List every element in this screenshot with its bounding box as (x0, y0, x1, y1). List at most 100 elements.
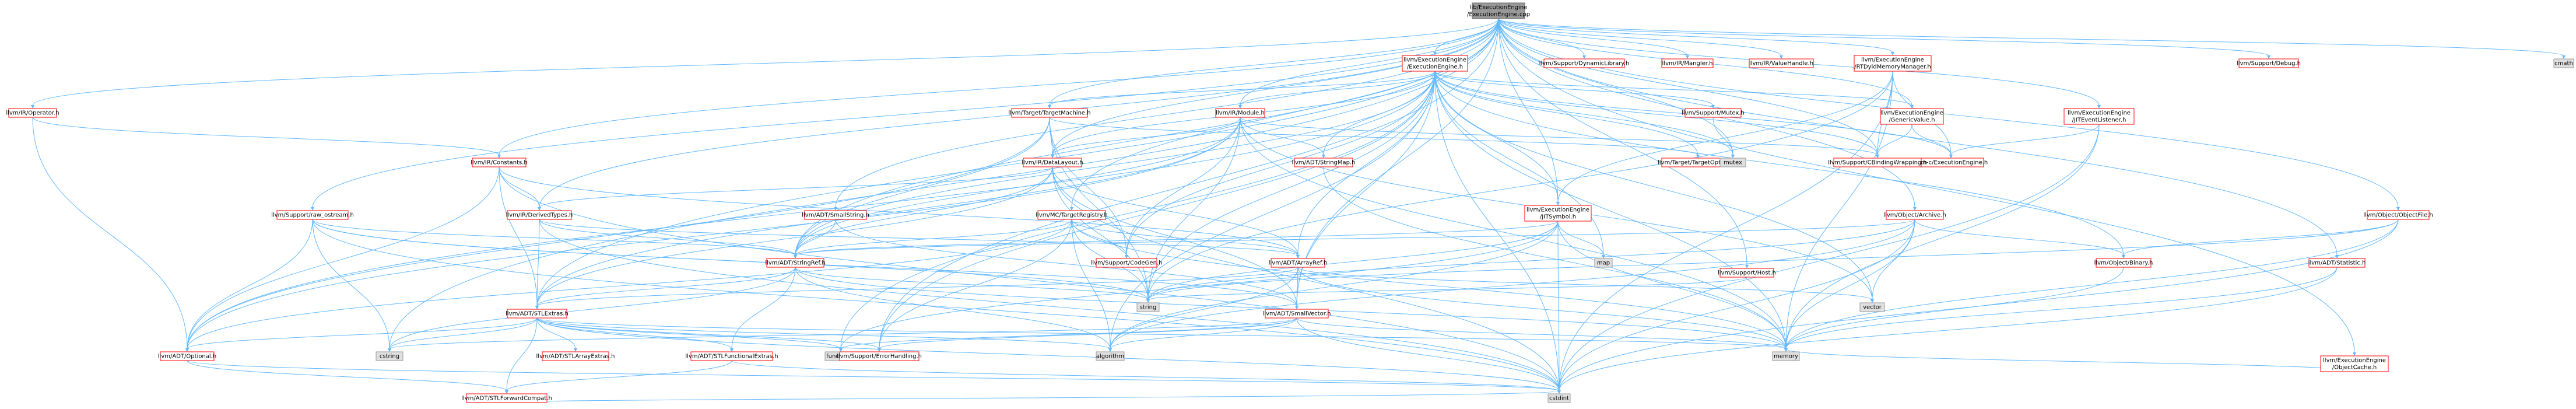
edge-ee-h-to-generic-value (1434, 71, 1912, 106)
edge-adt-arrayref-to-algorithm (1110, 267, 1298, 349)
edge-root-to-jitsymbol (1498, 18, 1559, 203)
edge-ir-module-to-adt-optional (187, 117, 1241, 349)
node-ir-derived[interactable]: llvm/IR/DerivedTypes.h (506, 210, 573, 220)
node-raw-ostream[interactable]: llvm/Support/raw_ostream.h (271, 210, 354, 220)
node-host[interactable]: llvm/Support/Host.h (1718, 268, 1776, 278)
edge-obj-binary-to-memory (1785, 267, 2124, 349)
node-box (1661, 58, 1714, 68)
node-support-debug[interactable]: llvm/Support/Debug.h (2237, 58, 2301, 68)
edge-adt-stlextras-to-stlfwd (506, 317, 538, 391)
node-label: llvm/Support/raw_ostream.h (271, 212, 354, 219)
node-ir-mangler[interactable]: llvm/IR/Mangler.h (1661, 58, 1714, 68)
node-box (1011, 108, 1088, 118)
node-stlfwd[interactable]: llvm/ADT/STLForwardCompat.h (461, 393, 552, 403)
node-adt-statistic[interactable]: llvm/ADT/Statistic.h (2308, 258, 2366, 268)
node-adt-arrayref[interactable]: llvm/ADT/ArrayRef.h (1269, 258, 1328, 268)
node-label: cstdint (1549, 396, 1569, 402)
node-obj-cache[interactable]: llvm/ExecutionEngine/ObjectCache.h (2320, 355, 2389, 372)
node-memory[interactable]: memory (1772, 351, 1800, 361)
node-adt-optional[interactable]: llvm/ADT/Optional.h (158, 351, 216, 361)
node-label: llvm/ExecutionEngine (1861, 57, 1924, 64)
node-label: llvm/Object/ObjectFile.h (2363, 212, 2433, 219)
edge-root-to-dynlib (1498, 18, 1585, 57)
edge-arrowhead (185, 348, 189, 352)
node-codegen[interactable]: llvm/Support/CodeGen.h (1091, 258, 1163, 268)
node-obj-objectfile[interactable]: llvm/Object/ObjectFile.h (2363, 210, 2433, 220)
node-cstring[interactable]: cstring (375, 351, 403, 361)
edge-arrowhead (794, 255, 797, 258)
node-ir-operator[interactable]: llvm/IR/Operator.h (6, 108, 59, 118)
edge-adt-stringmap-to-memory (1323, 166, 1787, 349)
edge-root-to-cstring (389, 18, 1499, 349)
edge-arrowhead (1913, 207, 1917, 211)
node-target-machine[interactable]: llvm/Target/TargetMachine.h (1008, 108, 1091, 118)
edge-adt-arrayref-to-adt-smallvector (1296, 267, 1298, 307)
node-support-mutex[interactable]: llvm/Support/Mutex.h (1682, 108, 1745, 118)
edge-arrowhead (1696, 155, 1700, 158)
edge-jitsymbol-to-algorithm (1110, 221, 1559, 349)
edge-root-to-cbinding (1498, 18, 1878, 156)
node-cstdint[interactable]: cstdint (1547, 393, 1571, 403)
node-map[interactable]: map (1594, 258, 1613, 268)
node-adt-stlextras[interactable]: llvm/ADT/STLExtras.h (506, 309, 568, 319)
node-ir-constants[interactable]: llvm/IR/Constants.h (471, 158, 528, 167)
node-vector[interactable]: vector (1859, 302, 1885, 312)
edge-adt-stlextras-to-algorithm (536, 317, 1111, 349)
edge-arrowhead (1557, 390, 1561, 394)
node-box (1023, 158, 1082, 167)
edge-adt-arrayref-to-vector (1297, 267, 1873, 300)
node-box (1719, 158, 1746, 167)
node-rtdyld[interactable]: llvm/ExecutionEngine/RTDyldMemoryManager… (1854, 55, 1932, 72)
node-label: lib/ExecutionEngine (1470, 5, 1528, 11)
node-mc-targetreg[interactable]: llvm/MC/TargetRegistry.h (1036, 210, 1108, 220)
node-generic-value[interactable]: llvm/ExecutionEngine/GenericValue.h (1880, 108, 1944, 125)
node-errorhandling[interactable]: llvm/Support/ErrorHandling.h (837, 351, 922, 361)
node-box (1096, 258, 1157, 268)
edge-arrowhead (2353, 352, 2356, 356)
edge-arrowhead (538, 207, 541, 211)
node-label: llvm/Support/ErrorHandling.h (837, 354, 922, 360)
node-ir-valuehandle[interactable]: llvm/IR/ValueHandle.h (1749, 58, 1814, 68)
node-cbinding[interactable]: llvm/Support/CBindingWrapping.h (1828, 158, 1927, 167)
node-label: /ExecutionEngine.h (1407, 64, 1463, 71)
node-dynlib[interactable]: llvm/Support/DynamicLibrary.h (1539, 58, 1630, 68)
node-adt-smallstring[interactable]: llvm/ADT/SmallString.h (802, 210, 869, 220)
node-ee-h[interactable]: llvm/ExecutionEngine/ExecutionEngine.h (1402, 55, 1468, 72)
edge-root-to-ir-module (1240, 18, 1499, 106)
node-adt-stringmap[interactable]: llvm/ADT/StringMap.h (1291, 158, 1356, 167)
edge-ir-constants-to-ir-derived (499, 166, 540, 208)
node-jitevent[interactable]: llvm/ExecutionEngine/JITEventListener.h (2063, 108, 2135, 125)
node-obj-binary[interactable]: llvm/Object/Binary.h (2094, 258, 2153, 268)
edge-raw-ostream-to-adt-optional (187, 219, 313, 349)
node-mutex[interactable]: mutex (1719, 158, 1746, 167)
edge-rtdyld-to-string (1147, 71, 1893, 300)
edge-ee-h-to-memory (1434, 71, 1787, 349)
node-box (1859, 302, 1885, 312)
edge-adt-stlfunc-to-cstdint (731, 360, 1560, 391)
node-label: llvm/IR/DerivedTypes.h (506, 212, 573, 219)
node-adt-smallvector[interactable]: llvm/ADT/SmallVector.h (1263, 309, 1331, 319)
node-box (1772, 351, 1800, 361)
node-label: llvm/ADT/STLFunctionalExtras.h (685, 354, 778, 360)
node-label: llvm/Support/CodeGen.h (1091, 260, 1163, 267)
node-label: llvm/ADT/STLExtras.h (506, 311, 568, 317)
node-box (160, 351, 215, 361)
node-box (2063, 108, 2135, 125)
node-ir-datalayout[interactable]: llvm/IR/DataLayout.h (1022, 158, 1083, 167)
node-adt-stlfunc[interactable]: llvm/ADT/STLFunctionalExtras.h (685, 351, 778, 361)
edge-ir-module-to-adt-stringmap (1240, 117, 1324, 156)
edge-arrowhead (388, 348, 391, 352)
node-string[interactable]: string (1136, 302, 1160, 312)
node-obj-archive[interactable]: llvm/Object/Archive.h (1883, 210, 1946, 220)
node-adt-stringref[interactable]: llvm/ADT/StringRef.h (765, 258, 826, 268)
node-jitsymbol[interactable]: llvm/ExecutionEngine/JITSymbol.h (1524, 205, 1592, 222)
node-adt-stlarray[interactable]: llvm/ADT/STLArrayExtras.h (536, 351, 615, 361)
node-label: cmath (2554, 61, 2573, 67)
node-label: llvm/Target/TargetMachine.h (1008, 110, 1090, 117)
node-box (375, 351, 403, 361)
node-ir-module[interactable]: llvm/IR/Module.h (1215, 108, 1265, 118)
node-root[interactable]: lib/ExecutionEngine/ExecutionEngine.cpp (1467, 2, 1530, 19)
node-cmath[interactable]: cmath (2553, 58, 2574, 68)
edge-adt-stlextras-to-cstring (389, 317, 538, 349)
node-algorithm[interactable]: algorithm (1096, 351, 1125, 361)
